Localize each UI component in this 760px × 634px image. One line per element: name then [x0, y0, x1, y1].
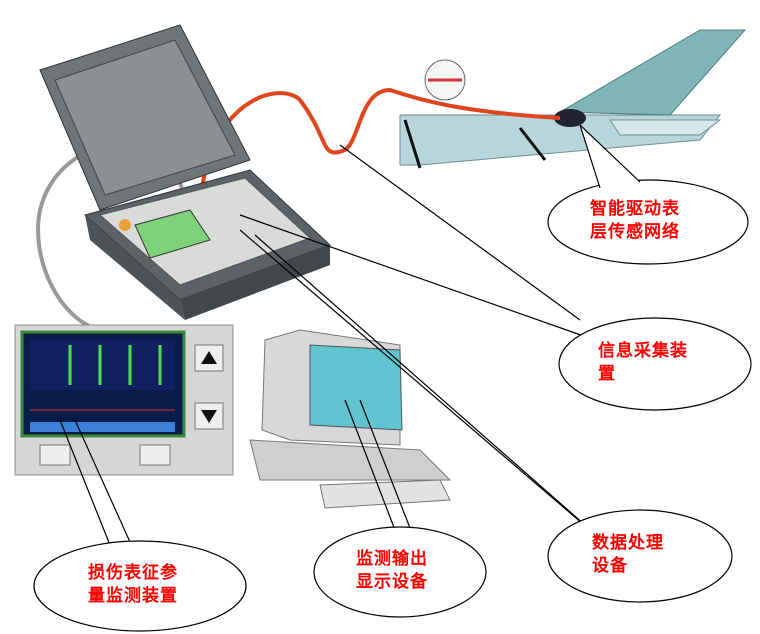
- label-line: 损伤表征参: [88, 563, 178, 583]
- sensor-node-icon: [554, 109, 586, 127]
- callout-sensor-network: [547, 179, 749, 265]
- label-line: 层传感网络: [590, 222, 680, 242]
- label-line: 设备: [592, 556, 628, 576]
- label-line: 智能驱动表: [590, 199, 680, 219]
- monitor-panel: [14, 324, 234, 476]
- computer: [249, 329, 452, 509]
- callout-monitor: [33, 540, 247, 632]
- keyboard-icon: [319, 479, 451, 509]
- label-monitor: 损伤表征参 量监测装置: [88, 562, 178, 608]
- label-acquisition: 信息采集装 置: [598, 340, 688, 386]
- label-line: 监测输出: [356, 549, 428, 569]
- callout-acquisition: [558, 317, 752, 411]
- label-line: 显示设备: [356, 572, 428, 592]
- acquisition-device: [39, 24, 331, 320]
- label-line: 信息采集装: [598, 341, 688, 361]
- aircraft-tail: [399, 29, 747, 169]
- callout-display: [313, 526, 487, 618]
- label-line: 数据处理: [592, 533, 664, 553]
- label-display: 监测输出 显示设备: [356, 548, 428, 594]
- signal-cable: [198, 87, 561, 211]
- label-line: 量监测装置: [88, 586, 178, 606]
- label-sensor-network: 智能驱动表 层传感网络: [590, 198, 680, 244]
- label-line: 置: [598, 364, 616, 384]
- callout-processing: [547, 509, 733, 603]
- label-processing: 数据处理 设备: [592, 532, 664, 578]
